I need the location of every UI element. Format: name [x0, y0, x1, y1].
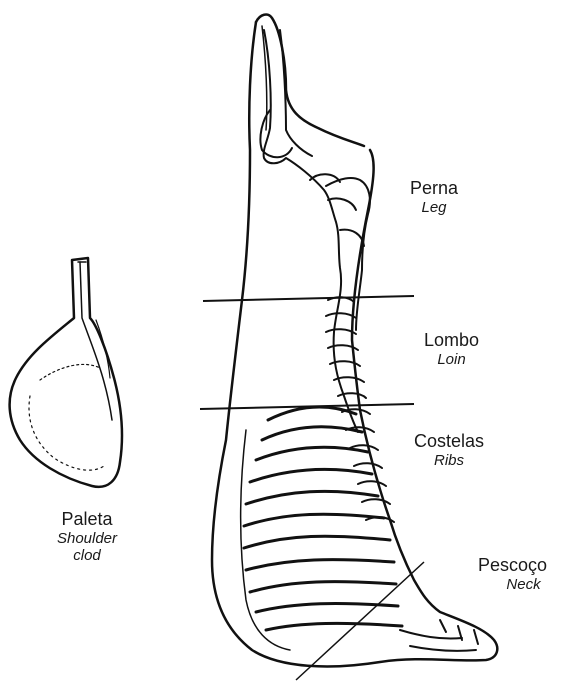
label-shoulder-clod-en-1: Shoulder — [32, 530, 142, 547]
neck-drawing — [400, 620, 478, 651]
label-ribs-pt: Costelas — [414, 431, 484, 452]
cut-line-leg-loin — [203, 296, 414, 301]
label-leg-en: Leg — [410, 199, 458, 216]
label-shoulder-clod: Paleta Shoulder clod — [32, 509, 142, 564]
label-neck: Pescoço Neck — [478, 555, 547, 593]
label-neck-pt: Pescoço — [478, 555, 547, 576]
shoulder-clod-drawing — [10, 258, 122, 487]
label-loin-en: Loin — [424, 351, 479, 368]
label-loin-pt: Lombo — [424, 330, 479, 351]
label-loin: Lombo Loin — [424, 330, 479, 368]
label-leg: Perna Leg — [410, 178, 458, 216]
label-neck-en: Neck — [478, 576, 547, 593]
ribs-drawing — [241, 407, 402, 650]
label-ribs: Costelas Ribs — [414, 431, 484, 469]
label-shoulder-clod-pt: Paleta — [32, 509, 142, 530]
label-ribs-en: Ribs — [414, 452, 484, 469]
label-leg-pt: Perna — [410, 178, 458, 199]
cut-line-ribs-neck — [296, 562, 424, 680]
label-shoulder-clod-en-2: clod — [32, 547, 142, 564]
